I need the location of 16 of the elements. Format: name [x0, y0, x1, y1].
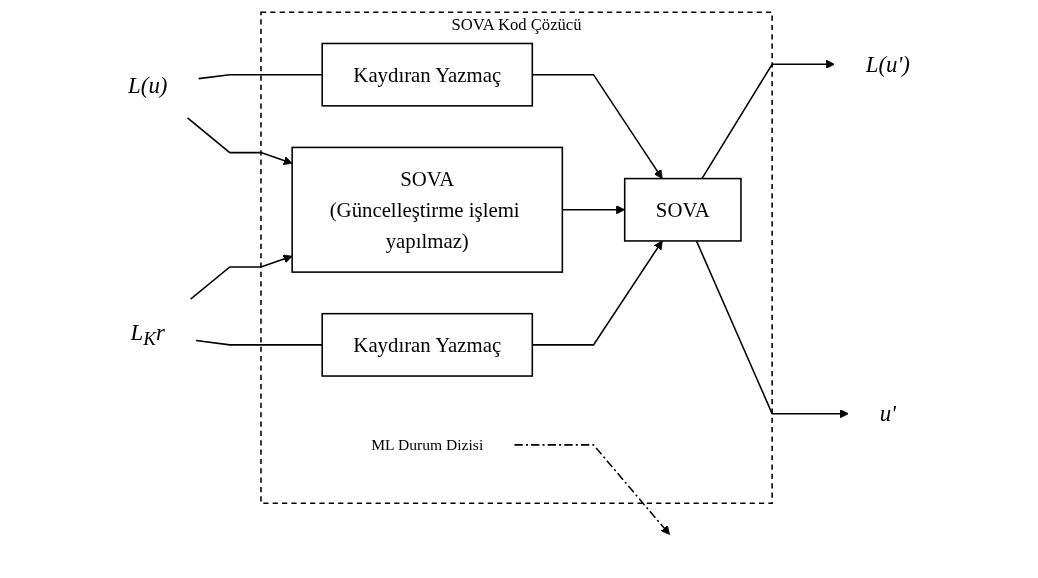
arrow	[701, 59, 835, 180]
signal-label: L(u')	[865, 51, 910, 78]
process-box: Kaydıran Yazmaç	[321, 42, 534, 107]
arrow	[189, 254, 293, 300]
signal-label: L$_{K}$r	[130, 318, 165, 350]
text-label: ML Durum Dizisi	[371, 436, 484, 453]
arrow	[695, 240, 849, 419]
arrow	[186, 117, 293, 165]
signal-label: L(u)	[128, 72, 168, 99]
signal-label: u'	[879, 400, 896, 427]
process-box: SOVA	[623, 177, 742, 242]
process-box: Kaydıran Yazmaç	[321, 312, 534, 377]
connector-line	[197, 73, 323, 80]
leader-line	[513, 444, 670, 535]
connector-line	[195, 339, 323, 346]
process-box: SOVA (Güncelleştirme işlemi yapılmaz)	[291, 146, 564, 273]
